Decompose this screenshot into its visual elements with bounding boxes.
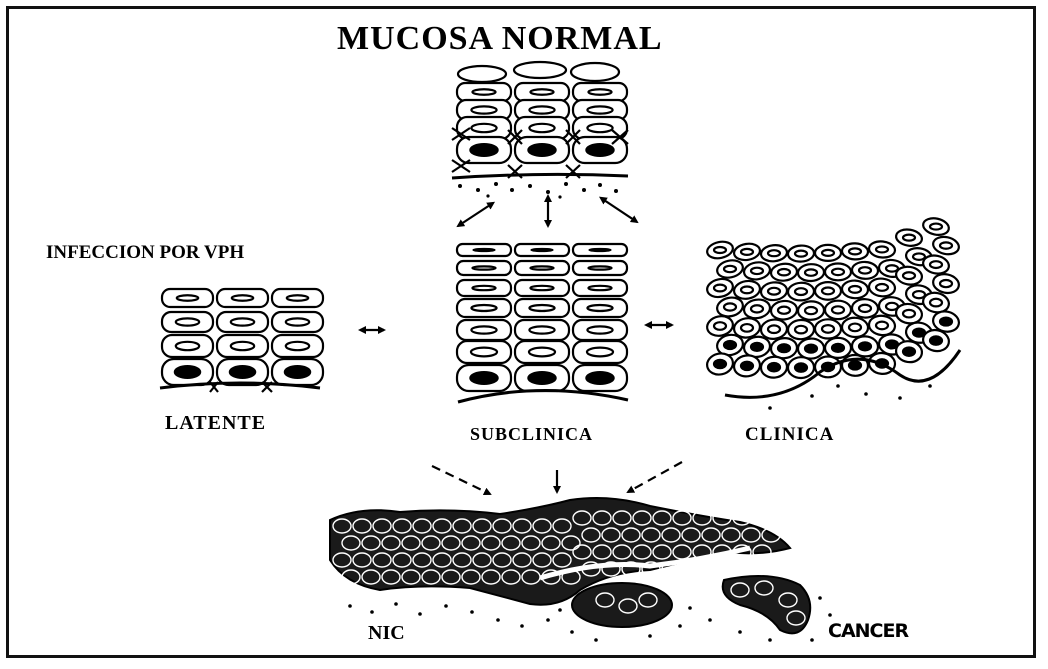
label-nic: NIC: [368, 622, 405, 645]
normal-mucosa-illustration: [452, 62, 628, 178]
label-latent: LATENTE: [165, 412, 266, 435]
transition-arrows-top: [458, 200, 637, 226]
latent-infection-illustration: [160, 289, 323, 392]
label-cancer: CANCER: [828, 620, 908, 642]
label-clinical: CLINICA: [745, 424, 834, 446]
neoplasia-mass-illustration: [330, 498, 810, 633]
title-normal-mucosa: MUCOSA NORMAL: [337, 20, 663, 58]
subclinical-infection-illustration: [457, 244, 628, 402]
progression-arrows: [432, 462, 682, 494]
label-hpv-infection: INFECCION POR VPH: [46, 242, 244, 264]
clinical-infection-illustration: [705, 216, 961, 397]
label-subclinical: SUBCLINICA: [470, 424, 593, 445]
normal-mucosa-stroma-dots: [458, 182, 618, 199]
